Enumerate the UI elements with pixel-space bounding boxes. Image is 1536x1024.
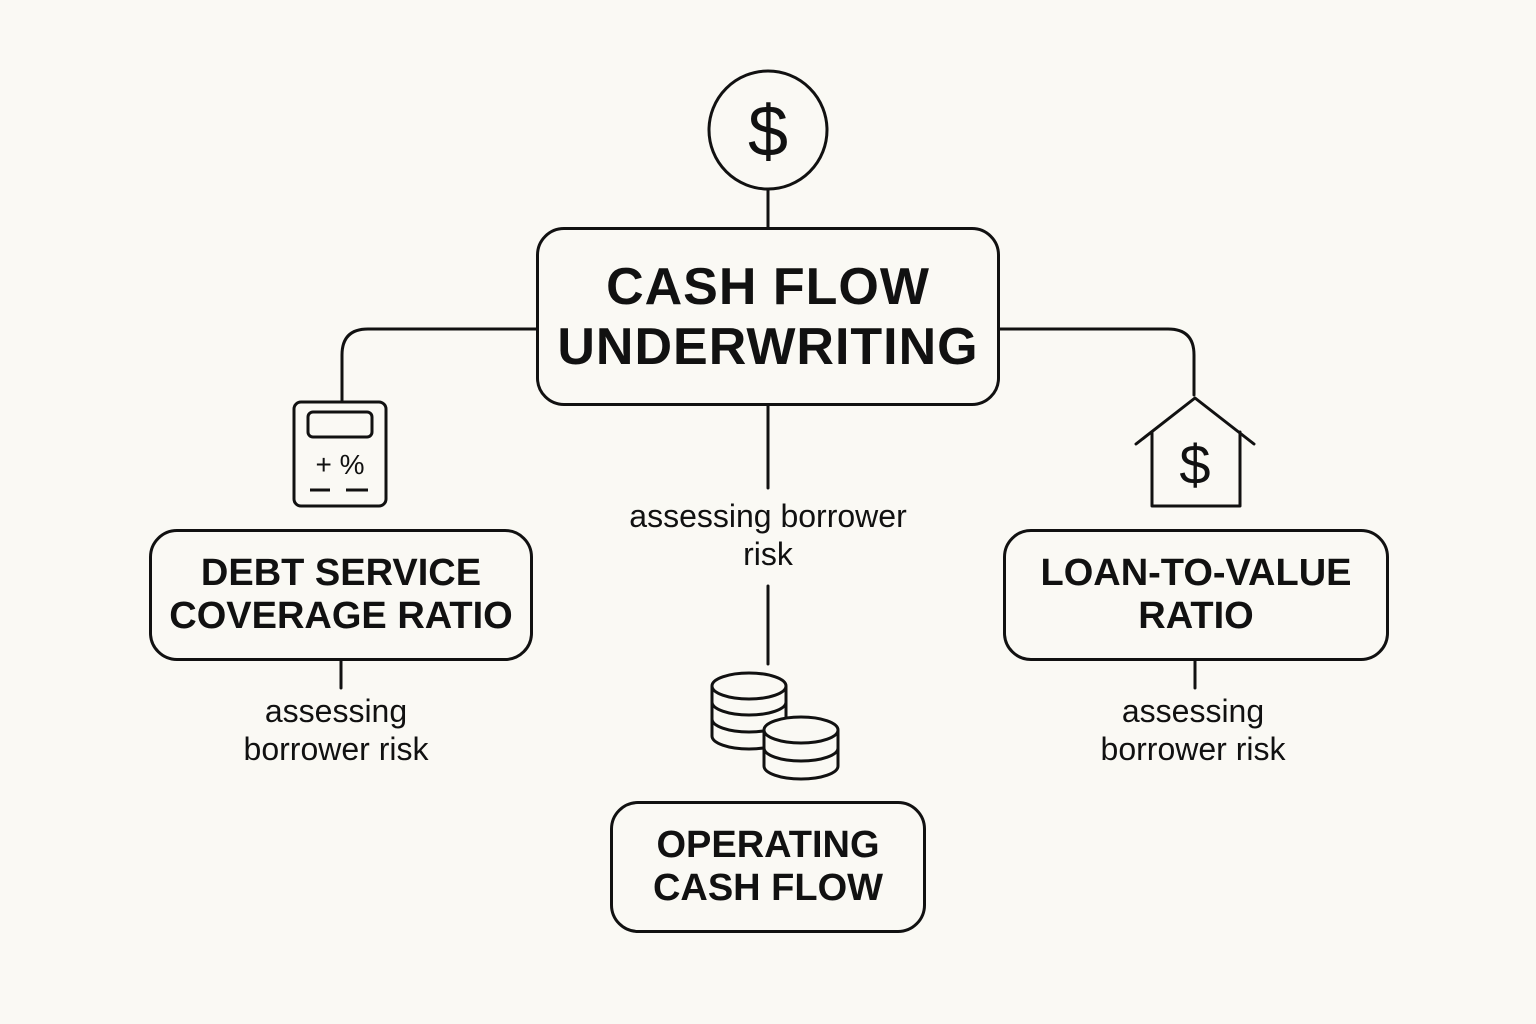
node-loan-to-value-ratio: LOAN-TO-VALUE RATIO (1003, 529, 1389, 661)
dscr-title-line-1: DEBT SERVICE (200, 552, 482, 594)
calculator-keys-label: + % (315, 449, 364, 480)
caption-loan-to-value: assessing borrower risk (1043, 692, 1343, 768)
caption-line-2: risk (743, 536, 793, 572)
house-dollar-symbol: $ (1179, 433, 1210, 496)
connector-right (998, 327, 1196, 397)
connector-left (340, 327, 538, 402)
main-title-line-1: CASH FLOW (606, 257, 930, 316)
dollar-circle-icon: $ (707, 69, 829, 191)
ocf-title-line-1: OPERATING (656, 824, 880, 866)
caption-line-1: assessing borrower (629, 498, 907, 534)
coins-icon (710, 671, 840, 781)
caption-debt-service-coverage: assessing borrower risk (186, 692, 486, 768)
caption-line-1: assessing (264, 693, 408, 729)
calculator-icon: + % (292, 400, 388, 508)
caption-line-2: borrower risk (243, 731, 429, 767)
main-node-cash-flow-underwriting: CASH FLOW UNDERWRITING (536, 227, 1000, 406)
caption-operating-cash-flow: assessing borrower risk (568, 497, 968, 573)
node-debt-service-coverage-ratio: DEBT SERVICE COVERAGE RATIO (149, 529, 533, 661)
caption-line-1: assessing (1121, 693, 1265, 729)
dscr-title-line-2: COVERAGE RATIO (169, 595, 513, 637)
caption-line-2: borrower risk (1100, 731, 1286, 767)
house-dollar-icon: $ (1134, 396, 1256, 508)
ocf-title-line-2: CASH FLOW (652, 867, 884, 909)
ltv-title-line-1: LOAN-TO-VALUE (1040, 552, 1352, 594)
node-operating-cash-flow: OPERATING CASH FLOW (610, 801, 926, 933)
main-title-line-2: UNDERWRITING (557, 317, 979, 376)
dollar-symbol: $ (748, 92, 788, 172)
ltv-title-line-2: RATIO (1138, 595, 1254, 637)
